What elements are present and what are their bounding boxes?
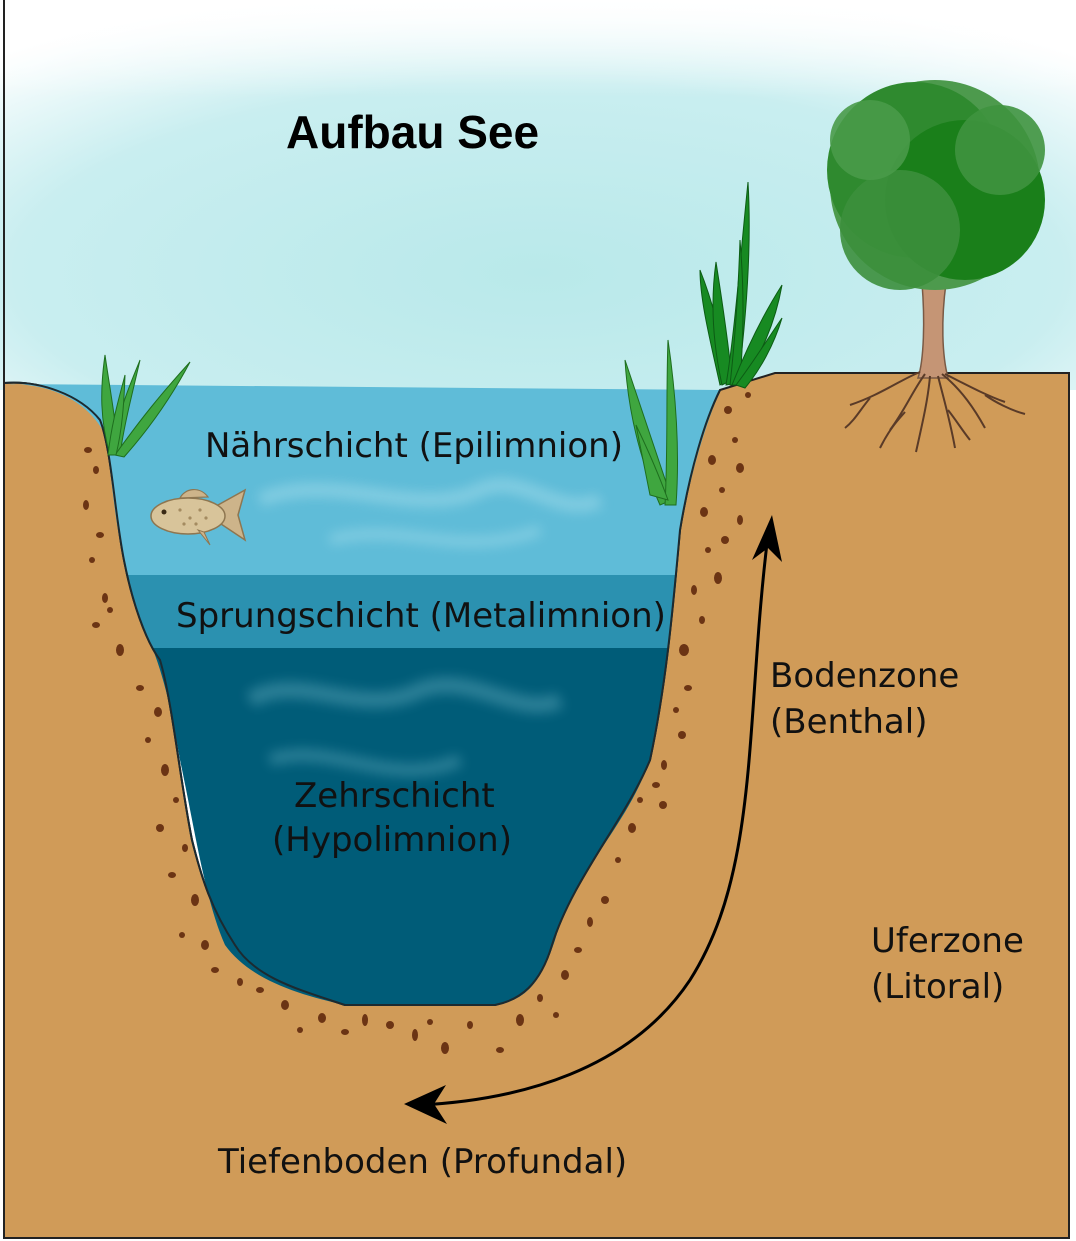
tree-roots [844, 371, 1026, 453]
sediment-dots [83, 392, 751, 1054]
shore-grass [699, 181, 783, 389]
label-epilimnion: Nährschicht (Epilimnion) [205, 426, 623, 466]
label-metalimnion: Sprungschicht (Metalimnion) [176, 596, 666, 636]
label-litoral-line2: (Litoral) [871, 967, 1005, 1007]
reeds-left [101, 354, 191, 458]
benthal-arrow [404, 515, 782, 1124]
label-hypolimnion-line1: Zehrschicht [294, 776, 495, 816]
label-benthal-line1: Bodenzone [770, 656, 960, 696]
diagram-title: Aufbau See [286, 106, 540, 158]
label-hypolimnion-line2: (Hypolimnion) [272, 820, 512, 860]
epilimnion-layer [10, 384, 720, 584]
label-litoral-line1: Uferzone [871, 921, 1024, 961]
reeds-right [624, 339, 679, 506]
tree-crown [827, 80, 1045, 290]
label-profundal: Tiefenboden (Profundal) [218, 1142, 628, 1182]
tree [827, 80, 1045, 453]
label-benthal-line2: (Benthal) [770, 702, 928, 742]
fish-icon [150, 488, 247, 546]
